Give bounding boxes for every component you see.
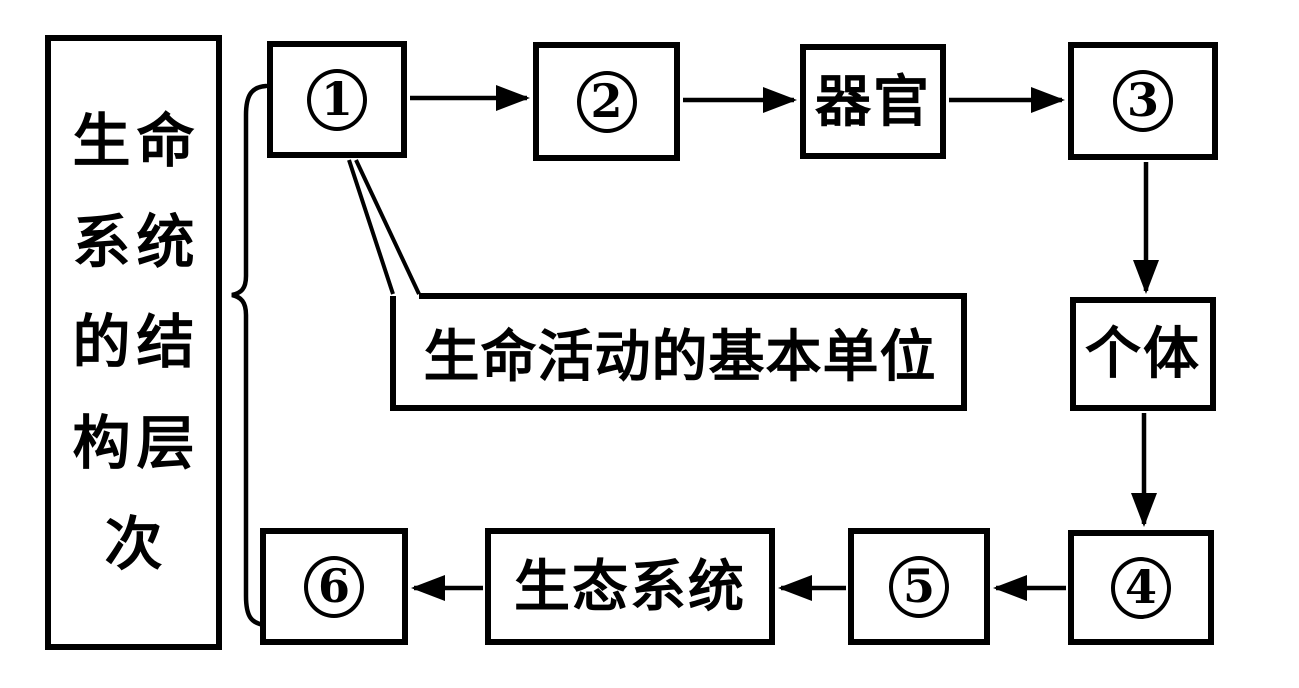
node-2-digit: 2 [590, 73, 623, 128]
node-1-digit: 1 [320, 71, 353, 126]
node-organ-label: 器官 [815, 68, 931, 135]
node-ecosystem-label: 生态系统 [514, 553, 746, 620]
title-line: 生命 [72, 106, 201, 175]
circled-5-icon: 5 [889, 555, 949, 618]
title-panel: 生命 系统 的结 构层 次 [45, 35, 222, 650]
node-5-digit: 5 [902, 558, 935, 613]
node-4-digit: 4 [1124, 559, 1157, 614]
title-line: 次 [104, 510, 169, 579]
node-5-box: 5 [848, 528, 990, 645]
circled-1-icon: 1 [307, 68, 367, 131]
node-3-digit: 3 [1126, 73, 1159, 127]
node-3-box: 3 [1068, 42, 1218, 160]
circled-6-icon: 6 [304, 555, 364, 618]
title-line: 构层 [72, 409, 201, 478]
brace-icon [231, 83, 269, 628]
node-2-box: 2 [533, 42, 680, 161]
node-individual-box: 个体 [1070, 297, 1216, 411]
callout-box [390, 293, 967, 411]
node-ecosystem-box: 生态系统 [485, 528, 775, 645]
node-individual-label: 个体 [1085, 321, 1201, 387]
circled-4-icon: 4 [1111, 556, 1171, 619]
node-6-box: 6 [260, 528, 408, 645]
node-organ-box: 器官 [800, 44, 946, 159]
node-1-box: 1 [267, 41, 407, 158]
circled-3-icon: 3 [1113, 70, 1173, 132]
circled-2-icon: 2 [576, 70, 637, 133]
node-6-digit: 6 [317, 558, 350, 613]
node-4-box: 4 [1068, 530, 1214, 645]
title-line: 的结 [72, 308, 201, 377]
callout-tail-line [347, 159, 395, 295]
callout-tail-line [354, 159, 421, 295]
callout-label: 生命活动的基本单位 [423, 323, 937, 390]
title-line: 系统 [72, 207, 201, 276]
